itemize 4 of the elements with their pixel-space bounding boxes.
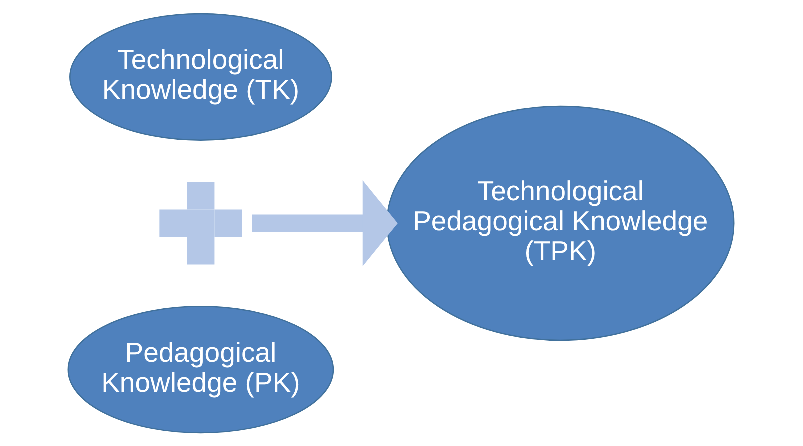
node-ellipse: Technological Pedagogical Knowledge (TPK)	[386, 105, 735, 341]
node-ellipse: Pedagogical Knowledge (PK)	[68, 306, 334, 434]
node-ellipse: Technological Knowledge (TK)	[70, 12, 332, 140]
arrow	[252, 180, 398, 266]
